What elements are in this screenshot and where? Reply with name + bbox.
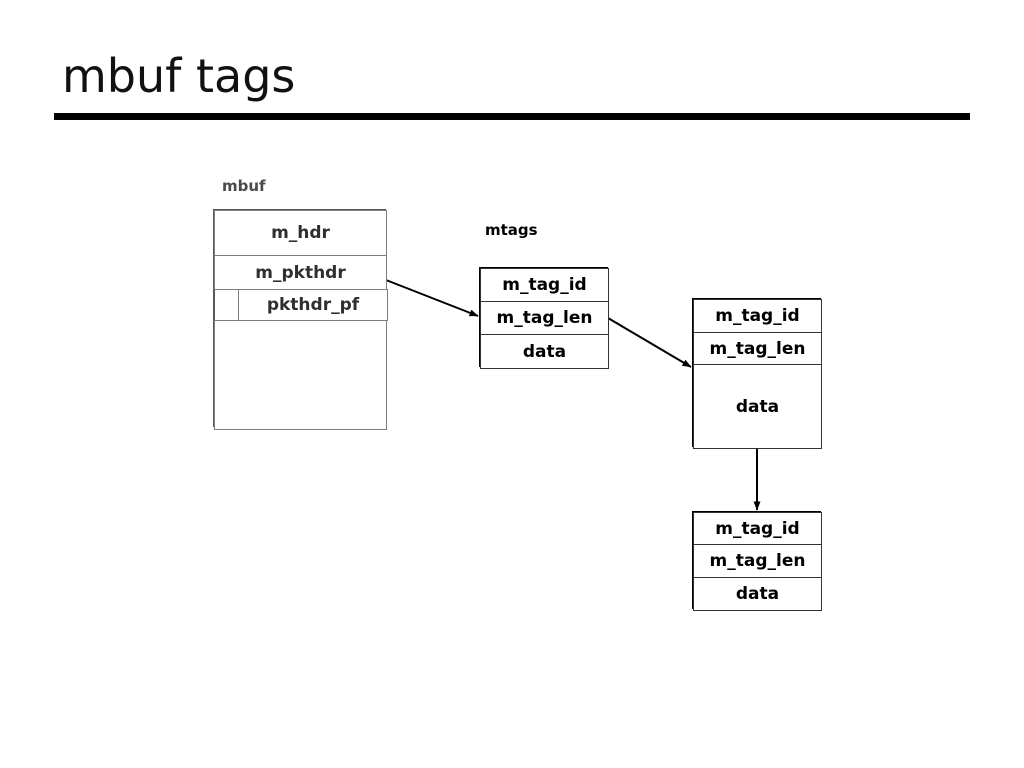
mtag1-row-m-tag-id: m_tag_id (480, 268, 609, 302)
mtag-struct-3: m_tag_id m_tag_len data (692, 511, 822, 611)
mtag-struct-2: m_tag_id m_tag_len data (692, 298, 822, 449)
mtag3-row-m-tag-len-label: m_tag_len (709, 551, 806, 571)
mtag3-row-m-tag-id: m_tag_id (693, 512, 822, 545)
mtag1-row-m-tag-id-label: m_tag_id (502, 275, 587, 295)
mbuf-row-pkthdr-pf: pkthdr_pf (238, 289, 388, 321)
mtag1-row-m-tag-len-label: m_tag_len (496, 308, 593, 328)
mtag3-row-m-tag-id-label: m_tag_id (715, 518, 800, 539)
mtag1-row-m-tag-len: m_tag_len (480, 301, 609, 335)
mtag-struct-1: m_tag_id m_tag_len data (479, 267, 609, 369)
mtag2-row-m-tag-len-label: m_tag_len (709, 338, 806, 359)
title-underline-rule (54, 113, 970, 120)
mtag1-row-data-label: data (522, 341, 567, 362)
mbuf-caption: mbuf (222, 177, 266, 195)
mbuf-row-body (214, 320, 387, 430)
mtag2-row-m-tag-id: m_tag_id (693, 299, 822, 333)
mbuf-row-m-hdr-label: m_hdr (271, 223, 330, 243)
mtag3-row-data-label: data (735, 584, 780, 604)
mbuf-row-m-pkthdr-label: m_pkthdr (255, 262, 346, 283)
mtag1-row-data: data (480, 334, 609, 369)
mbuf-row-m-pkthdr: m_pkthdr (214, 255, 387, 290)
mbuf-row-pkthdr-pf-label: pkthdr_pf (266, 295, 360, 315)
arrow-mtag1-to-mtag2 (607, 317, 692, 368)
mtag3-row-m-tag-len: m_tag_len (693, 544, 822, 578)
page-title: mbuf tags (62, 49, 296, 103)
mtag2-row-data-label: data (735, 396, 780, 417)
mtag2-row-data: data (693, 364, 822, 449)
mbuf-struct: m_hdr m_pkthdr pkthdr_pf (213, 209, 388, 430)
mtag3-row-data: data (693, 577, 822, 611)
mtag2-row-m-tag-len: m_tag_len (693, 332, 822, 365)
mbuf-row-m-hdr: m_hdr (214, 210, 387, 256)
mtags-caption: mtags (485, 221, 538, 239)
mtag2-row-m-tag-id-label: m_tag_id (715, 306, 800, 326)
arrow-mbuf-to-mtag1 (385, 279, 479, 317)
